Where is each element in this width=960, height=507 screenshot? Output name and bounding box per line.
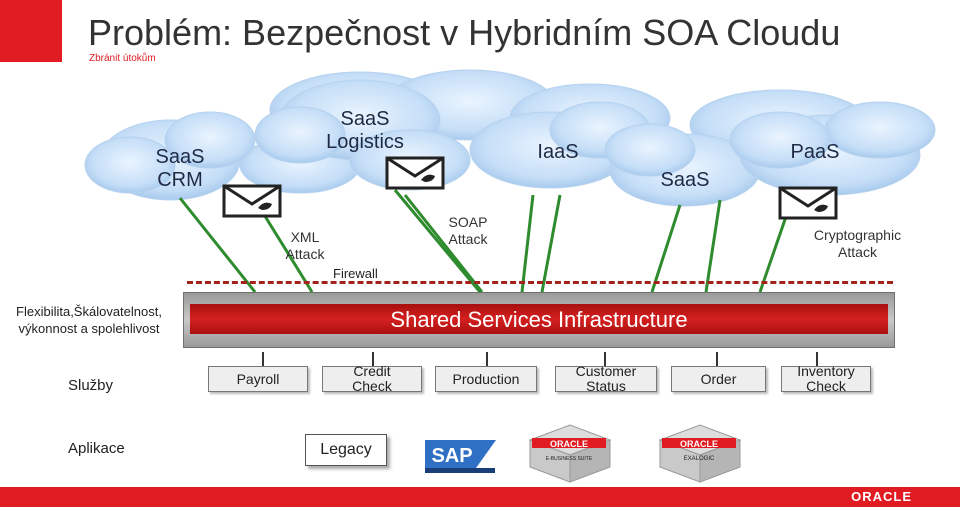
- applications-row-label: Aplikace: [68, 440, 125, 457]
- cloud-label-saas: SaaS: [655, 169, 715, 192]
- oracle-exalogic-caption: EXALOGIC: [684, 456, 715, 462]
- envelope-icon: [385, 156, 445, 190]
- cloud-label-paas: PaaS: [785, 141, 845, 164]
- sap-logo-text: SAP: [431, 445, 472, 467]
- envelope-icon: [778, 186, 838, 220]
- service-payroll[interactable]: Payroll: [208, 366, 308, 392]
- brand-accent-block: [0, 0, 62, 62]
- footer-bar: [0, 487, 960, 507]
- envelope-icon: [222, 184, 282, 218]
- service-connector: [372, 352, 374, 366]
- cloud-label-text: PaaS: [790, 141, 840, 163]
- service-connector: [262, 352, 264, 366]
- oracle-logo: ORACLE: [851, 489, 912, 504]
- cloud-group: [84, 69, 936, 207]
- services-row-label: Služby: [68, 377, 114, 394]
- service-production[interactable]: Production: [435, 366, 537, 392]
- service-connector: [716, 352, 718, 366]
- oracle-ebs-caption: E-BUSINESS SUITE: [546, 456, 593, 462]
- infrastructure-bar: [190, 304, 888, 334]
- service-connector: [486, 352, 488, 366]
- connection-lines: [178, 189, 792, 293]
- infrastructure-label: Shared Services Infrastructure: [390, 307, 688, 332]
- legacy-app-box[interactable]: Legacy: [305, 434, 387, 466]
- oracle-exalogic-box: ORACLE EXALOGIC: [658, 424, 742, 483]
- page-subtitle: Zbránit útokům: [89, 53, 156, 64]
- page-title: Problém: Bezpečnost v Hybridním SOA Clou…: [88, 12, 841, 53]
- service-connector: [816, 352, 818, 366]
- oracle-ebs-box: ORACLE E-BUSINESS SUITE: [528, 424, 612, 483]
- infrastructure-side-label: Flexibilita,Škálovatelnost,výkonnost a s…: [16, 304, 162, 336]
- service-order[interactable]: Order: [671, 366, 766, 392]
- service-connector: [604, 352, 606, 366]
- sap-logo: SAP: [425, 440, 496, 473]
- cloud-label-text: SaaS: [660, 169, 710, 191]
- cloud-label-iaas: IaaS: [528, 141, 588, 164]
- cloud-label-text: IaaS: [537, 141, 579, 163]
- firewall-line: [187, 281, 893, 284]
- oracle-ebs-logo-text: ORACLE: [550, 439, 588, 449]
- oracle-exalogic-logo-text: ORACLE: [680, 439, 718, 449]
- firewall-label: Firewall: [333, 266, 378, 281]
